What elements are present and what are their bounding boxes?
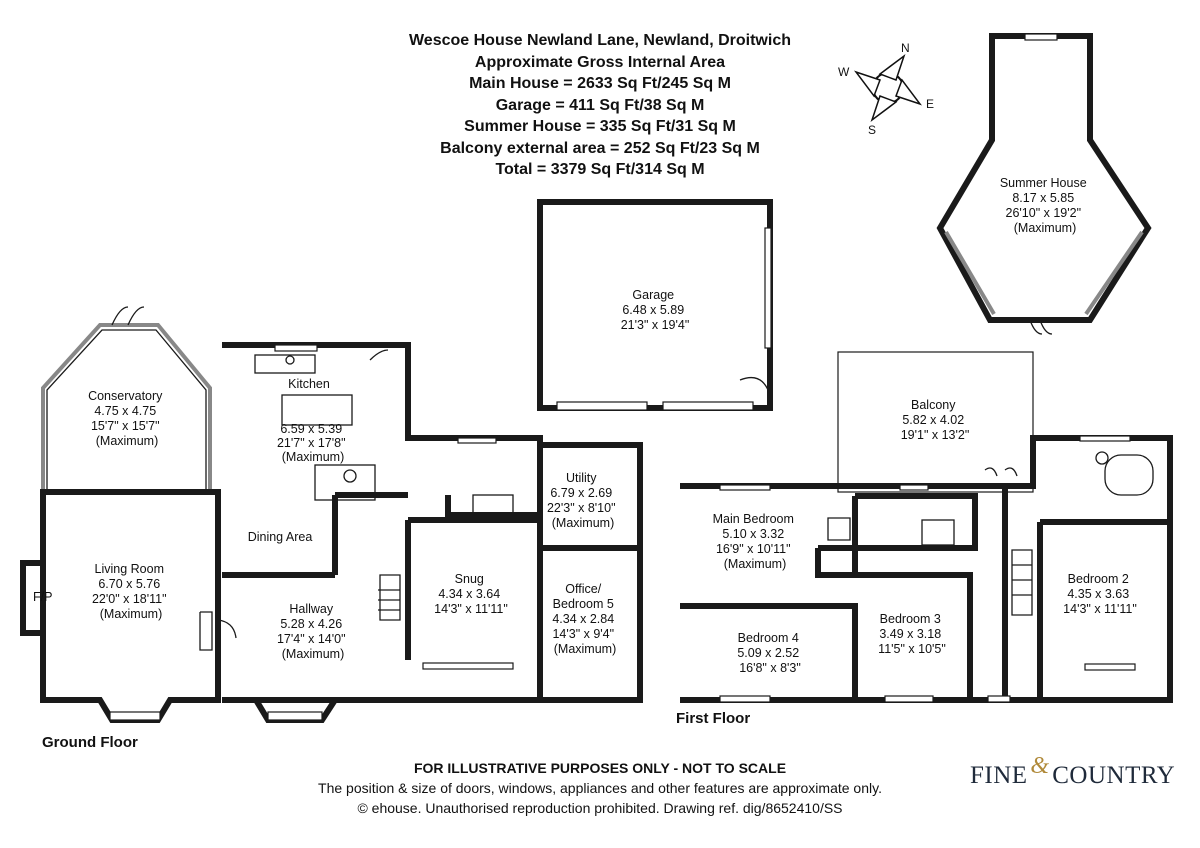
compass-s: S: [868, 123, 876, 137]
label-bedroom-4: Bedroom 4 5.09 x 2.52 16'8" x 8'3": [737, 631, 802, 675]
compass-e: E: [926, 97, 934, 111]
label-bedroom-2: Bedroom 2 4.35 x 3.63 14'3" x 11'11": [1063, 572, 1137, 616]
label-main-bedroom: Main Bedroom 5.10 x 3.32 16'9" x 10'11" …: [713, 512, 798, 571]
garage-plan: [537, 199, 773, 411]
brand-ampersand: &: [1030, 753, 1050, 779]
header-garage: Garage = 411 Sq Ft/38 Sq M: [495, 96, 705, 114]
disclaimer-text: The position & size of doors, windows, a…: [318, 780, 882, 796]
area-header: Wescoe House Newland Lane, Newland, Droi…: [300, 30, 900, 181]
first-floor-plan: [680, 351, 1173, 703]
label-summer-house: Summer House 8.17 x 5.85 26'10" x 19'2" …: [1000, 176, 1090, 235]
brand-word-2: Country: [1052, 762, 1176, 789]
brand-word-1: Fine: [970, 762, 1028, 789]
label-office: Office/ Bedroom 5 4.34 x 2.84 14'3" x 9'…: [552, 582, 617, 656]
label-garage: Garage 6.48 x 5.89 21'3" x 19'4": [621, 288, 690, 332]
label-dining-area: Dining Area: [248, 530, 313, 544]
label-living-room: Living Room 6.70 x 5.76 22'0" x 18'11" (…: [92, 562, 170, 621]
header-total: Total = 3379 Sq Ft/314 Sq M: [495, 161, 705, 178]
header-summer-house: Summer House = 335 Sq Ft/31 Sq M: [464, 118, 736, 135]
disclaimer-title: FOR ILLUSTRATIVE PURPOSES ONLY - NOT TO …: [413, 760, 787, 776]
compass-n: N: [901, 41, 910, 55]
label-snug: Snug 4.34 x 3.64 14'3" x 11'11": [434, 572, 508, 616]
label-kitchen-dims: 6.59 x 5.39 21'7" x 17'8" (Maximum): [277, 422, 349, 464]
copyright-text: © ehouse. Unauthorised reproduction proh…: [357, 800, 843, 816]
disclaimer: FOR ILLUSTRATIVE PURPOSES ONLY - NOT TO …: [240, 758, 960, 818]
ground-floor-plan: [20, 306, 643, 723]
compass-icon: N E S W: [838, 41, 934, 137]
header-balcony: Balcony external area = 252 Sq Ft/23 Sq …: [440, 139, 760, 157]
label-fireplace: F/P: [33, 590, 52, 604]
label-utility: Utility 6.79 x 2.69 22'3" x 8'10" (Maxim…: [547, 471, 619, 530]
label-ground-floor: Ground Floor: [42, 734, 138, 751]
label-first-floor: First Floor: [676, 710, 750, 727]
brand-logo: Fine & Country: [970, 753, 1176, 790]
label-bedroom-3: Bedroom 3 3.49 x 3.18 11'5" x 10'5": [878, 612, 946, 656]
compass-w: W: [838, 65, 850, 79]
header-address: Wescoe House Newland Lane, Newland, Droi…: [408, 32, 791, 49]
label-kitchen: Kitchen: [288, 377, 330, 391]
summer-house-plan: [936, 33, 1152, 335]
label-hallway: Hallway 5.28 x 4.26 17'4" x 14'0" (Maxim…: [277, 602, 349, 661]
label-balcony: Balcony 5.82 x 4.02 19'1" x 13'2": [901, 398, 970, 442]
header-main-house: Main House = 2633 Sq Ft/245 Sq M: [469, 75, 731, 92]
label-conservatory: Conservatory 4.75 x 4.75 15'7" x 15'7" (…: [88, 389, 166, 448]
header-subtitle: Approximate Gross Internal Area: [474, 53, 726, 71]
